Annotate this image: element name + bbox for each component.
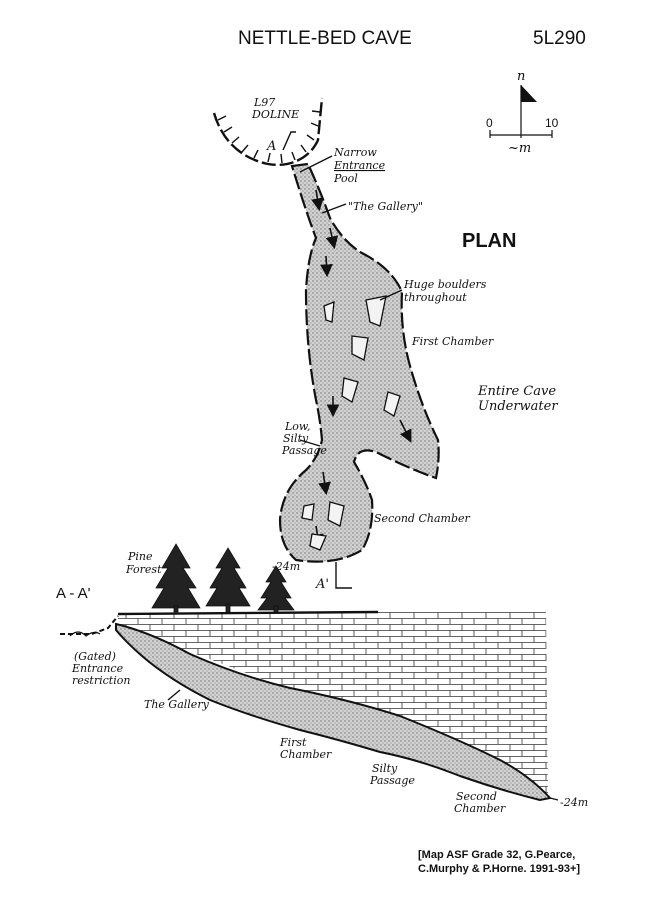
pine-trees	[151, 543, 295, 613]
scale-unit: ~m	[508, 141, 531, 156]
narrow-entrance-label-line2: Entrance	[333, 159, 386, 172]
north-arrow-icon	[521, 85, 537, 102]
gallery-plan-label: "The Gallery"	[348, 200, 423, 213]
low-passage-label-line3: Passage	[281, 444, 327, 457]
scale-zero: 0	[486, 116, 493, 130]
first-chamber-section-label-line1: First	[279, 736, 307, 749]
ground-surface-line	[117, 610, 379, 616]
scale-bar: n 0 10 ~m	[486, 69, 559, 156]
underwater-label-line1: Entire Cave	[477, 384, 556, 399]
second-chamber-plan-label: Second Chamber	[374, 512, 470, 525]
low-passage-label-line2: Silty	[283, 432, 309, 445]
gated-entrance-label-line3: restriction	[72, 674, 130, 687]
section-depth-label: -24m	[560, 796, 588, 809]
map-title: NETTLE-BED CAVE	[238, 28, 412, 49]
cave-section	[60, 610, 552, 802]
first-chamber-section-label-line2: Chamber	[280, 748, 332, 761]
narrow-entrance-label-line1: Narrow	[333, 146, 377, 159]
scale-ten: 10	[545, 116, 559, 130]
cave-number: 5L290	[533, 28, 586, 49]
gallery-section-label: The Gallery	[144, 698, 210, 711]
second-chamber-section-label-line2: Chamber	[454, 802, 506, 815]
doline-label-line2: DOLINE	[251, 108, 299, 121]
cave-plan-outline	[278, 162, 440, 563]
boulders	[301, 295, 401, 551]
silty-passage-section-label-line1: Silty	[372, 762, 398, 775]
credit-line1: [Map ASF Grade 32, G.Pearce,	[418, 849, 575, 861]
silty-passage-section-label-line2: Passage	[369, 774, 415, 787]
boulders-label-line2: throughout	[404, 291, 467, 304]
doline-label-line1: L97	[253, 96, 275, 109]
second-chamber-section-label-line1: Second	[456, 790, 497, 803]
cave-section-outline	[115, 622, 552, 802]
north-label: n	[517, 69, 525, 84]
doline-outline	[212, 97, 324, 167]
boulders-label-line1: Huge boulders	[403, 278, 487, 291]
gated-entrance-label-line2: Entrance	[71, 662, 124, 675]
pine-forest-label-line2: Forest	[125, 563, 162, 576]
credit-line2: C.Murphy & P.Horne. 1991-93+]	[418, 863, 580, 875]
flow-arrows	[311, 189, 412, 548]
narrow-entrance-label-line3: Pool	[333, 172, 358, 185]
first-chamber-plan-label: First Chamber	[411, 335, 494, 348]
section-marker-a-prime: A'	[315, 577, 329, 592]
pine-forest-label-line1: Pine	[127, 550, 153, 563]
low-passage-label-line1: Low,	[284, 420, 311, 433]
section-marker-a: A	[266, 139, 276, 154]
section-heading: A - A'	[56, 585, 91, 602]
plan-heading: PLAN	[462, 230, 516, 252]
plan-depth-label: -24m	[272, 560, 300, 573]
gated-entrance-label-line1: (Gated)	[74, 650, 116, 663]
underwater-label-line2: Underwater	[478, 399, 558, 414]
